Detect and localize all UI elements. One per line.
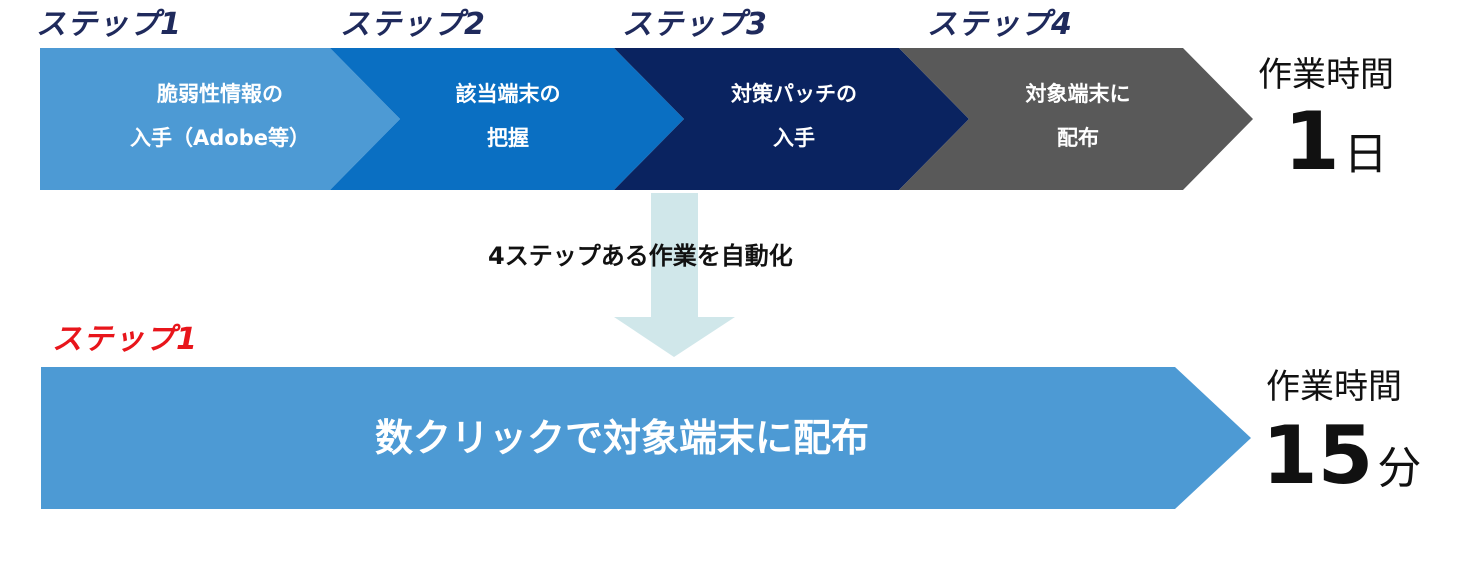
step4-chevron xyxy=(899,48,1253,190)
step4-text: 対象端末に 配布 xyxy=(968,72,1188,160)
step1-line2: 入手（Adobe等） xyxy=(130,126,310,150)
step4-line1: 対象端末に xyxy=(1025,82,1131,106)
after-time-unit: 分 xyxy=(1377,443,1422,494)
step1-text: 脆弱性情報の 入手（Adobe等） xyxy=(60,72,380,160)
after-step-label: ステップ1 xyxy=(52,322,198,357)
before-time-value: 1日 xyxy=(1284,102,1388,182)
automation-caption: 4ステップある作業を自動化 xyxy=(488,242,793,270)
after-time-label: 作業時間 xyxy=(1266,367,1402,407)
step2-line1: 該当端末の xyxy=(455,82,561,106)
step3-chevron xyxy=(614,48,969,190)
step1-chevron xyxy=(40,48,400,190)
step1-label: ステップ1 xyxy=(36,7,182,42)
step4-line2: 配布 xyxy=(1057,126,1099,150)
after-step-text: 数クリックで対象端末に配布 xyxy=(375,416,870,460)
before-time-unit: 日 xyxy=(1343,129,1388,180)
step3-text: 対策パッチの 入手 xyxy=(684,72,904,160)
step3-line1: 対策パッチの xyxy=(731,82,857,106)
step2-chevron xyxy=(330,48,684,190)
after-time-number: 15 xyxy=(1262,409,1374,502)
step4-label: ステップ4 xyxy=(927,7,1073,42)
step3-line2: 入手 xyxy=(773,126,815,150)
down-arrow-icon xyxy=(614,193,735,357)
step2-line2: 把握 xyxy=(487,126,529,150)
step2-label: ステップ2 xyxy=(340,7,486,42)
step3-label: ステップ3 xyxy=(622,7,768,42)
step2-text: 該当端末の 把握 xyxy=(398,72,618,160)
step1-line1: 脆弱性情報の xyxy=(157,82,283,106)
after-time-value: 15分 xyxy=(1262,416,1421,496)
before-time-number: 1 xyxy=(1284,95,1340,188)
before-time-label: 作業時間 xyxy=(1258,55,1394,95)
automated-step-arrow xyxy=(41,367,1251,509)
